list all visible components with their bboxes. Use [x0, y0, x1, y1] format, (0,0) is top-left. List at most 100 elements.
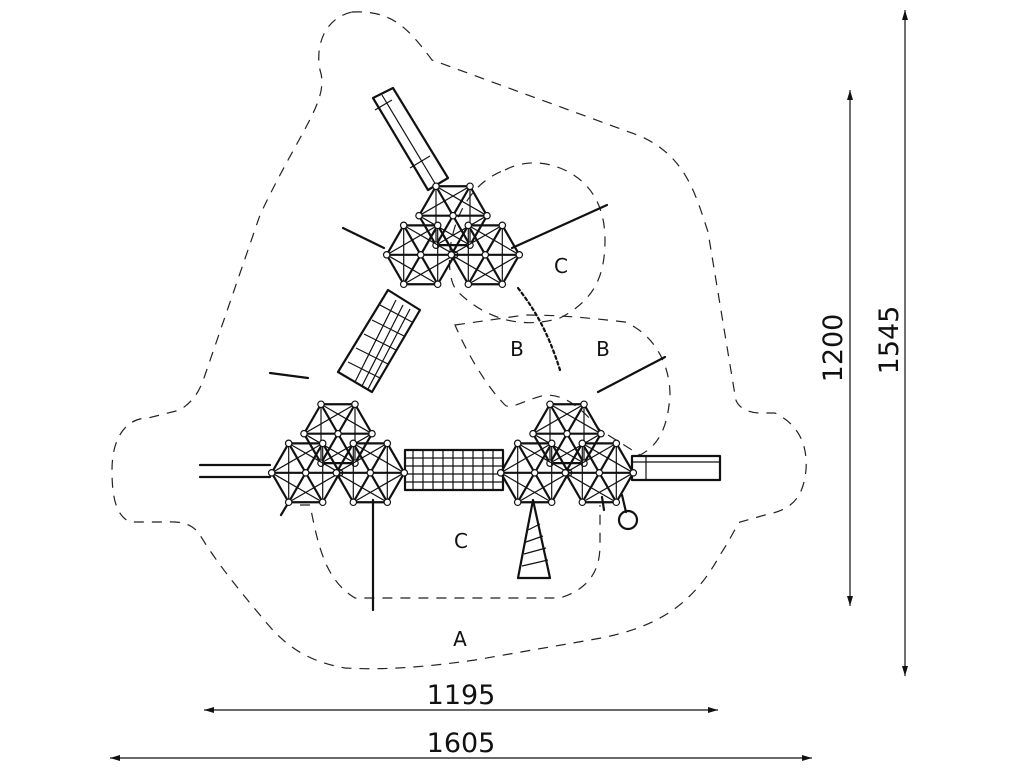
frame-node — [351, 400, 359, 409]
dimension-outer-height: 1545 — [874, 10, 908, 676]
frame-node — [580, 400, 588, 409]
hex-chord — [467, 254, 520, 285]
hex-chord — [450, 224, 503, 256]
frame-node — [383, 498, 392, 507]
frame-node — [349, 439, 358, 448]
hex-chord — [320, 433, 373, 464]
frame-node — [483, 211, 491, 220]
frame-node — [433, 280, 442, 289]
frame-node — [513, 439, 522, 448]
slide-top — [371, 86, 450, 192]
net-bridge — [403, 448, 505, 492]
hex-chord — [500, 442, 553, 474]
frame-node — [368, 429, 376, 438]
hex-cluster-right — [496, 400, 638, 507]
hex-chord — [271, 472, 324, 503]
hex-chord — [517, 472, 570, 503]
dimension-inner-height-label: 1200 — [818, 314, 849, 383]
frame-node — [447, 251, 456, 259]
frame-node — [317, 400, 325, 409]
hex-modules — [267, 182, 638, 507]
frame-node — [334, 429, 342, 438]
frame-node — [284, 498, 293, 507]
hex-chord — [467, 224, 520, 256]
slide-left-rails — [198, 463, 272, 479]
safety-zone-outer — [111, 11, 807, 670]
hex-chord — [549, 433, 602, 464]
rope-chain — [516, 286, 562, 372]
frame-node — [415, 211, 423, 220]
hex-chord — [403, 224, 456, 256]
hex-chord — [564, 472, 617, 503]
hex-chord — [435, 185, 488, 217]
hex-chord — [352, 472, 405, 503]
dimension-outer-width: 1605 — [110, 728, 812, 761]
hex-chord — [418, 185, 471, 217]
zone-label-bottom: C — [454, 529, 468, 553]
zone-label-upper-right: C — [554, 254, 568, 278]
hex-chord — [450, 254, 503, 285]
hex-chord — [532, 403, 585, 435]
slide-right — [630, 454, 722, 482]
ring-handle — [617, 493, 639, 531]
hex-chord — [335, 442, 388, 474]
hex-chord — [352, 442, 405, 474]
triangle-climbing-panel — [516, 498, 552, 580]
frame-node — [578, 498, 587, 507]
hex-chord — [288, 442, 341, 474]
frame-node — [383, 439, 392, 448]
safety-zone-bottom — [300, 504, 601, 599]
frame-node — [496, 468, 505, 477]
safety-zone-center — [454, 314, 671, 456]
frame-node — [563, 429, 571, 438]
frame-node — [546, 400, 554, 409]
dimension-inner-height: 1200 — [818, 90, 853, 606]
frame-node — [382, 251, 391, 259]
dimension-outer-width-label: 1605 — [427, 728, 496, 759]
frame-node — [464, 280, 473, 289]
dimension-outer-height-label: 1545 — [874, 306, 905, 375]
frame-node — [433, 221, 442, 230]
frame-node — [547, 439, 556, 448]
frame-node — [449, 211, 457, 220]
hex-chord — [335, 472, 388, 503]
hex-chord — [581, 442, 634, 474]
frame-node — [400, 468, 409, 477]
hex-chord — [581, 472, 634, 503]
hex-chord — [403, 254, 456, 285]
frame-node — [515, 251, 524, 259]
frame-node — [300, 429, 308, 438]
hex-chord — [303, 403, 356, 435]
frame-node — [318, 439, 327, 448]
hex-chord — [500, 472, 553, 503]
frame-node — [612, 439, 621, 448]
zone-label-center-right: B — [596, 337, 610, 361]
frame-node — [561, 468, 570, 477]
frame-node — [332, 468, 341, 477]
frame-node — [366, 468, 375, 477]
hex-chord — [435, 215, 488, 246]
hex-chord — [271, 442, 324, 474]
frame-node — [612, 498, 621, 507]
hex-chord — [386, 224, 439, 256]
zone-label-outer: A — [453, 627, 467, 651]
frame-node — [432, 182, 440, 191]
frame-node — [399, 280, 408, 289]
dimension-inner-width: 1195 — [204, 680, 718, 713]
hex-chord — [532, 433, 585, 464]
hex-chord — [386, 254, 439, 285]
frame-node — [595, 468, 604, 477]
frame-node — [629, 468, 638, 477]
hex-cluster-top — [382, 182, 524, 289]
zone-label-center-left: B — [510, 337, 524, 361]
frame-node — [597, 429, 605, 438]
dimension-inner-width-label: 1195 — [427, 680, 496, 711]
ladder-climber — [336, 288, 422, 394]
frame-node — [416, 251, 425, 259]
frame-node — [529, 429, 537, 438]
hex-chord — [564, 442, 617, 474]
hex-chord — [549, 403, 602, 435]
frame-node — [267, 468, 276, 477]
